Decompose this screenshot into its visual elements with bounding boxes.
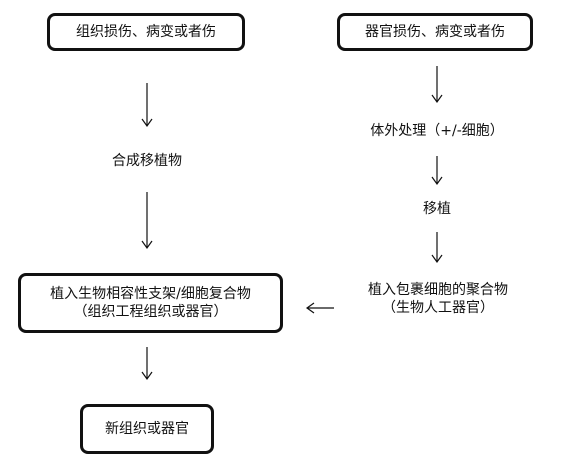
right-start-text: 器官损伤、病变或者伤 [365,24,505,40]
right-start-box: 器官损伤、病变或者伤 [337,13,533,51]
left-end-text: 新组织或器官 [105,421,189,437]
left-main-text-line-1: 植入生物相容性支架/细胞复合物 [50,286,251,302]
right-step-2: 体外处理（+/-细胞） [370,123,504,139]
arrow-right-1 [431,66,443,104]
left-main-box: 植入生物相容性支架/细胞复合物 （组织工程组织或器官） [18,273,283,333]
arrow-right-2 [431,156,443,186]
arrow-left-2 [141,192,153,250]
right-step-3: 移植 [423,201,451,217]
arrow-right-3 [431,232,443,264]
left-step-2: 合成移植物 [112,153,182,169]
left-start-box: 组织损伤、病变或者伤 [47,13,245,51]
left-end-box: 新组织或器官 [80,404,214,454]
right-step-4-line-1: 植入包裹细胞的聚合物 [368,282,508,298]
right-step-4: 植入包裹细胞的聚合物 （生物人工器官） [348,281,528,317]
arrow-left-3 [141,347,153,381]
left-start-text: 组织损伤、病变或者伤 [76,24,216,40]
right-step-4-line-2: （生物人工器官） [382,300,494,316]
arrow-left-1 [141,83,153,128]
arrow-right-to-left [305,302,334,314]
left-main-text-line-2: （组织工程组织或器官） [73,304,228,320]
